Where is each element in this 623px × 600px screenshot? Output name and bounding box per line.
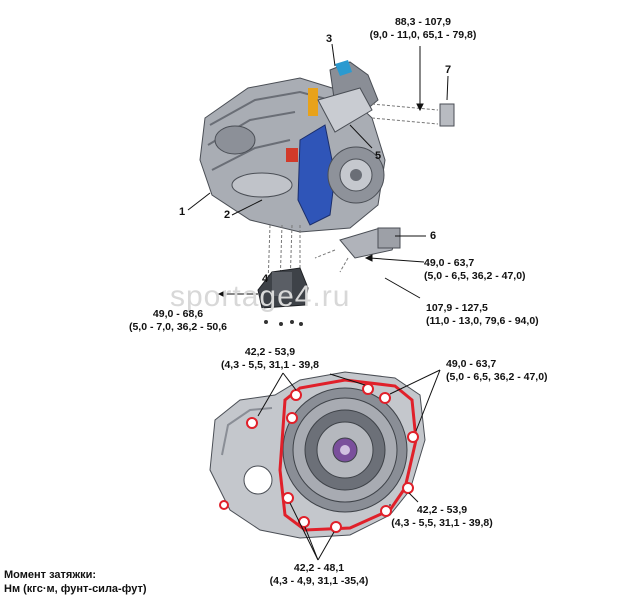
torque-conversion: (5,0 - 6,5, 36,2 - 47,0) — [446, 371, 548, 383]
bracket-4 — [257, 267, 309, 326]
leader-lines-top — [187, 43, 449, 299]
torque-conversion: (5,0 - 7,0, 36,2 - 50,6 — [128, 321, 228, 333]
part-number-5: 5 — [375, 150, 382, 162]
torque-label-top: 88,3 - 107,9 (9,0 - 11,0, 65,1 - 79,8) — [358, 16, 488, 42]
part-number-1: 1 — [179, 206, 186, 218]
torque-conversion: (4,3 - 5,5, 31,1 - 39,8 — [220, 359, 320, 371]
part-number-6: 6 — [430, 230, 437, 242]
part-number-3: 3 — [326, 33, 333, 45]
torque-label-case-bottom-right: 42,2 - 53,9 (4,3 - 5,5, 31,1 - 39,8) — [375, 504, 509, 530]
torque-label-case-top-right: 49,0 - 63,7 (5,0 - 6,5, 36,2 - 47,0) — [446, 358, 548, 384]
torque-range: 107,9 - 127,5 — [426, 302, 488, 314]
torque-label-mount4: 49,0 - 68,6 (5,0 - 7,0, 36,2 - 50,6 — [98, 308, 258, 334]
transmission-case — [209, 371, 426, 539]
part-number-7: 7 — [445, 64, 452, 76]
torque-range: 88,3 - 107,9 — [394, 16, 452, 28]
torque-range: 42,2 - 53,9 — [244, 346, 296, 358]
leader-lines-bottom — [257, 369, 441, 561]
torque-range: 49,0 - 63,7 — [446, 358, 497, 370]
torque-range: 49,0 - 63,7 — [424, 257, 475, 269]
torque-label-mount6-b: 107,9 - 127,5 (11,0 - 13,0, 79,6 - 94,0) — [426, 302, 539, 328]
part-number-4: 4 — [262, 273, 269, 285]
red-bolts — [219, 383, 419, 533]
torque-conversion: (4,3 - 5,5, 31,1 - 39,8) — [391, 517, 493, 529]
legend-units: Нм (кгс·м, фунт-сила-фут) — [4, 583, 147, 595]
transmission-assembly — [199, 60, 455, 286]
torque-label-case-top-left: 42,2 - 53,9 (4,3 - 5,5, 31,1 - 39,8 — [205, 346, 335, 372]
torque-label-case-bottom: 42,2 - 48,1 (4,3 - 4,9, 31,1 -35,4) — [254, 562, 384, 588]
torque-conversion: (5,0 - 6,5, 36,2 - 47,0) — [424, 270, 526, 282]
watermark: sportage4.ru — [170, 280, 351, 313]
torque-range: 49,0 - 68,6 — [152, 308, 204, 320]
torque-label-mount6-a: 49,0 - 63,7 (5,0 - 6,5, 36,2 - 47,0) — [424, 257, 526, 283]
torque-conversion: (9,0 - 11,0, 65,1 - 79,8) — [369, 29, 477, 41]
torque-range: 42,2 - 53,9 — [416, 504, 468, 516]
torque-conversion: (4,3 - 4,9, 31,1 -35,4) — [269, 575, 369, 587]
mount-6 — [314, 227, 401, 273]
legend-title: Момент затяжки: — [4, 569, 97, 581]
torque-conversion: (11,0 - 13,0, 79,6 - 94,0) — [426, 315, 539, 327]
legend: Момент затяжки: Нм (кгс·м, фунт-сила-фут… — [4, 568, 147, 596]
torque-range: 42,2 - 48,1 — [293, 562, 345, 574]
part-number-2: 2 — [224, 209, 231, 221]
